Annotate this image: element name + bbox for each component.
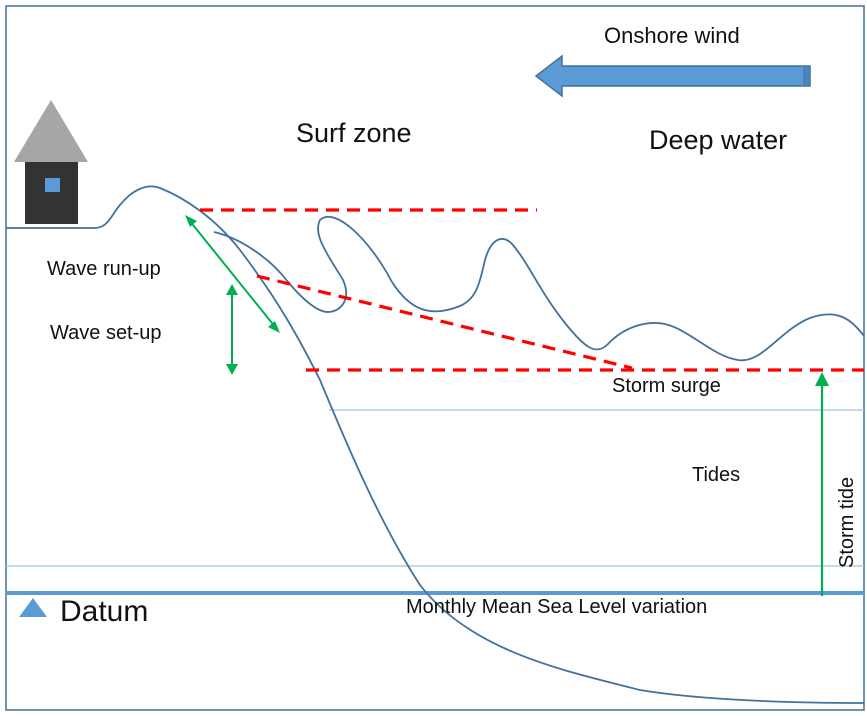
wind-arrow-icon [534, 54, 811, 98]
storm-tide-arrow [815, 372, 829, 596]
house-roof [14, 100, 88, 162]
deep-water-label: Deep water [649, 125, 788, 155]
datum-triangle-icon [19, 598, 47, 617]
wave-run-up-label: Wave run-up [47, 258, 161, 280]
diagram-frame [5, 5, 865, 711]
wave-surface [213, 215, 865, 362]
wave-set-up-arrow [226, 284, 238, 375]
seabed-profile [6, 185, 865, 704]
house-window [45, 178, 60, 192]
surf-zone-label: Surf zone [296, 118, 412, 148]
datum-label: Datum [60, 595, 149, 628]
storm-surge-label: Storm surge [612, 375, 721, 397]
mmsl-variation-label: Monthly Mean Sea Level variation [406, 596, 708, 618]
tides-label: Tides [692, 464, 741, 486]
house-icon [14, 100, 88, 224]
house-body [25, 162, 78, 224]
wave-set-up-label: Wave set-up [50, 322, 162, 344]
onshore-wind-label: Onshore wind [604, 23, 740, 48]
storm-tide-label: Storm tide [836, 476, 858, 568]
set-up-slope-line [256, 274, 633, 370]
wave-run-up-arrow [185, 215, 280, 333]
